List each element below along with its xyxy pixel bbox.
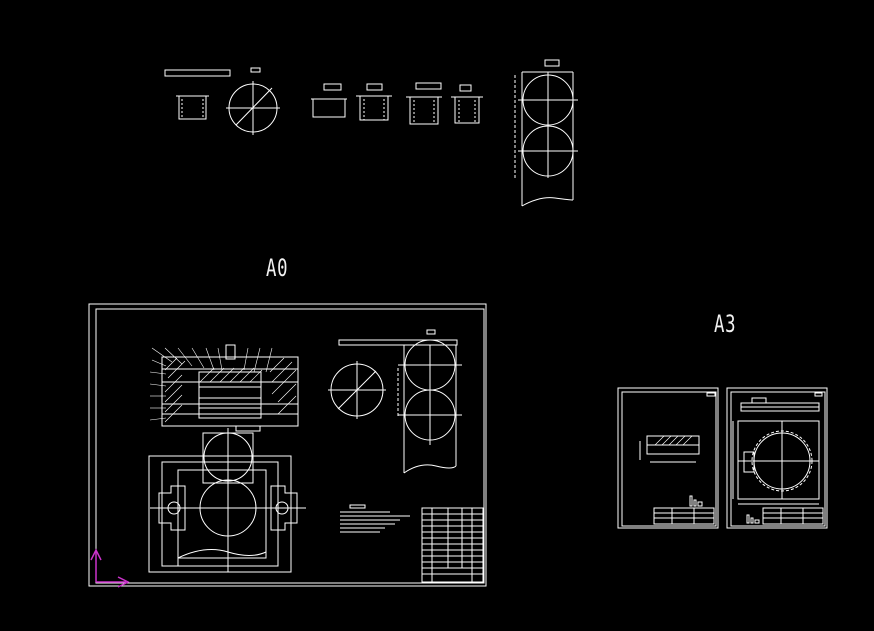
block-part-view-4[interactable]	[406, 82, 442, 125]
plate-plan-view[interactable]	[732, 420, 820, 505]
double-bore-detail-view[interactable]	[338, 329, 462, 474]
sheet-a3-left[interactable]	[617, 387, 719, 529]
plan-view[interactable]	[148, 428, 306, 573]
technical-notes	[340, 504, 410, 533]
title-block-a0[interactable]	[421, 507, 484, 583]
bar-part-view[interactable]	[164, 69, 231, 77]
block-part-view-3[interactable]	[356, 83, 392, 121]
assembly-section-view[interactable]	[149, 344, 299, 432]
block-part-view-1[interactable]	[176, 95, 209, 120]
plate-section-view[interactable]	[639, 435, 700, 463]
bar-part-tag	[250, 67, 261, 73]
sheet-a3-right[interactable]	[726, 387, 828, 529]
part-views-row[interactable]	[164, 59, 578, 207]
disc-detail-view[interactable]	[328, 361, 386, 419]
double-bore-part-view[interactable]	[514, 59, 578, 207]
plate-top-strip-view[interactable]	[740, 397, 820, 412]
sheet-a0[interactable]	[88, 303, 487, 587]
block-part-view-2[interactable]	[311, 83, 347, 118]
ucs-axis-icon	[90, 548, 130, 588]
sheet-label-a3: A3	[714, 310, 737, 338]
block-part-view-5[interactable]	[451, 84, 483, 124]
disc-part-view[interactable]	[226, 81, 280, 135]
sheet-label-a0: A0	[266, 254, 289, 282]
